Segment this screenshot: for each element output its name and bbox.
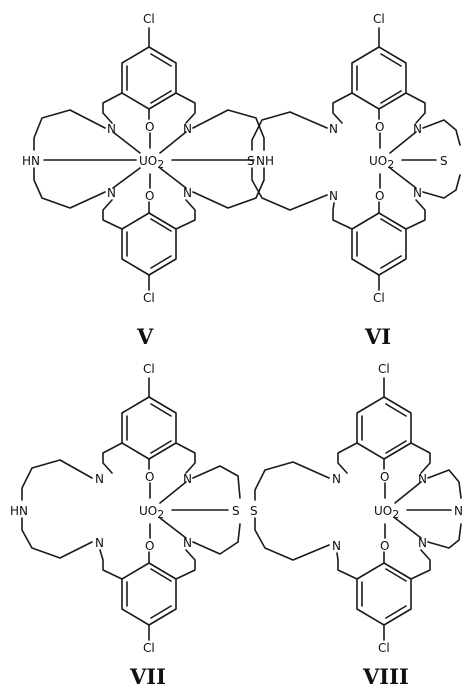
imine-n-right-top: N <box>418 472 427 486</box>
donor-right: S <box>232 504 240 518</box>
coordination-bonds <box>149 481 229 539</box>
imine-arm-left-top <box>332 92 353 124</box>
chlorine-bottom: Cl <box>143 641 155 655</box>
phenoxide-o-top: O <box>145 120 154 134</box>
imine-n-right-bottom: N <box>183 186 192 200</box>
chlorine-bottom: Cl <box>373 291 385 305</box>
imine-arm-right-bottom <box>175 199 196 230</box>
phenoxide-o-bottom: O <box>145 189 154 203</box>
phenoxide-o-top: O <box>375 120 384 134</box>
ring-double-bonds-bottom <box>126 218 172 269</box>
imine-arm-right-bottom <box>410 549 431 580</box>
imine-n-right-bottom: N <box>183 536 192 550</box>
compound-label-V: V <box>136 324 154 349</box>
imine-arm-left-bottom <box>99 549 123 580</box>
benzene-ring-top <box>351 46 407 110</box>
imine-arm-left-bottom <box>102 199 123 230</box>
imine-n-left-top: N <box>332 472 341 486</box>
ring-double-bonds-bottom <box>126 568 172 619</box>
ring-double-bonds-bottom <box>356 218 402 269</box>
donor-left: S <box>250 504 258 518</box>
imine-n-left-bottom: N <box>107 186 116 200</box>
benzene-ring-bottom <box>121 212 177 276</box>
ring-double-bonds-top <box>361 403 407 454</box>
chlorine-top: Cl <box>378 362 390 376</box>
right-chain <box>192 109 265 209</box>
phenoxide-o-top: O <box>380 470 389 484</box>
ring-double-bonds-top <box>126 53 172 104</box>
imine-n-left-bottom: N <box>332 539 341 553</box>
benzene-ring-bottom <box>351 212 407 276</box>
compound-label-VI: VI <box>364 324 391 349</box>
chlorine-top: Cl <box>143 12 155 26</box>
chlorine-top: Cl <box>373 12 385 26</box>
benzene-ring-top <box>121 396 177 460</box>
left-chain <box>251 111 328 211</box>
phenoxide-o-top: O <box>145 470 154 484</box>
imine-arm-left-top <box>337 442 358 474</box>
left-chain <box>33 109 106 209</box>
left-chain <box>21 459 93 559</box>
phenoxide-o-bottom: O <box>145 539 154 553</box>
right-chain <box>192 465 241 555</box>
imine-n-left-bottom: N <box>95 536 104 550</box>
imine-arm-right-top <box>405 92 426 124</box>
imine-arm-left-top <box>102 442 123 474</box>
phenoxide-o-bottom: O <box>380 539 389 553</box>
benzene-ring-top <box>121 46 177 110</box>
imine-arm-left-bottom <box>332 202 353 230</box>
imine-arm-right-top <box>410 442 431 474</box>
left-chain <box>254 461 330 561</box>
coordination-bonds <box>379 131 437 189</box>
structure-V: Cl O N N HN NH UO2 O N N Cl V <box>22 12 274 349</box>
compound-label-VII: VII <box>129 664 166 689</box>
imine-arm-right-top <box>175 92 196 124</box>
donor-left: HN <box>10 504 28 518</box>
donor-right: NH <box>256 154 274 168</box>
structure-VI: Cl O N N S S UO2 O N N Cl VI <box>247 12 461 349</box>
imine-n-right-bottom: N <box>418 536 427 550</box>
imine-n-right-top: N <box>183 122 192 136</box>
imine-n-left-top: N <box>95 472 104 486</box>
chlorine-bottom: Cl <box>378 641 390 655</box>
ring-double-bonds-top <box>126 403 172 454</box>
imine-n-left-top: N <box>329 122 338 136</box>
chlorine-bottom: Cl <box>143 291 155 305</box>
uranyl-center: UO2 <box>369 154 394 171</box>
donor-right: N <box>454 504 463 518</box>
right-chain <box>427 469 462 549</box>
benzene-ring-bottom <box>356 562 412 626</box>
imine-arm-left-bottom <box>336 552 358 580</box>
compound-label-VIII: VIII <box>362 664 409 689</box>
imine-n-left-top: N <box>107 122 116 136</box>
ring-double-bonds-top <box>356 53 402 104</box>
imine-n-left-bottom: N <box>329 189 338 203</box>
imine-n-right-top: N <box>413 122 422 136</box>
ring-double-bonds-bottom <box>361 568 407 619</box>
structure-VII: Cl O N N HN S UO2 O N N Cl VII <box>10 362 241 689</box>
coordination-bonds <box>43 131 255 189</box>
donor-left: HN <box>22 154 40 168</box>
right-chain <box>422 119 461 199</box>
coordination-bonds <box>384 481 452 539</box>
chlorine-top: Cl <box>143 362 155 376</box>
donor-left: S <box>247 154 255 168</box>
uranyl-center: UO2 <box>374 504 399 521</box>
phenoxide-o-bottom: O <box>375 189 384 203</box>
uranyl-center: UO2 <box>139 154 164 171</box>
benzene-ring-bottom <box>121 562 177 626</box>
imine-arm-right-top <box>175 442 196 474</box>
imine-arm-right-bottom <box>405 199 426 230</box>
imine-n-right-bottom: N <box>413 186 422 200</box>
imine-arm-right-bottom <box>175 549 196 580</box>
donor-right: S <box>440 154 448 168</box>
uranyl-center: UO2 <box>139 504 164 521</box>
benzene-ring-top <box>356 396 412 460</box>
structure-VIII: Cl O N N S N UO2 O N N Cl VIII <box>250 362 463 689</box>
imine-arm-left-top <box>102 92 123 124</box>
imine-n-right-top: N <box>183 472 192 486</box>
